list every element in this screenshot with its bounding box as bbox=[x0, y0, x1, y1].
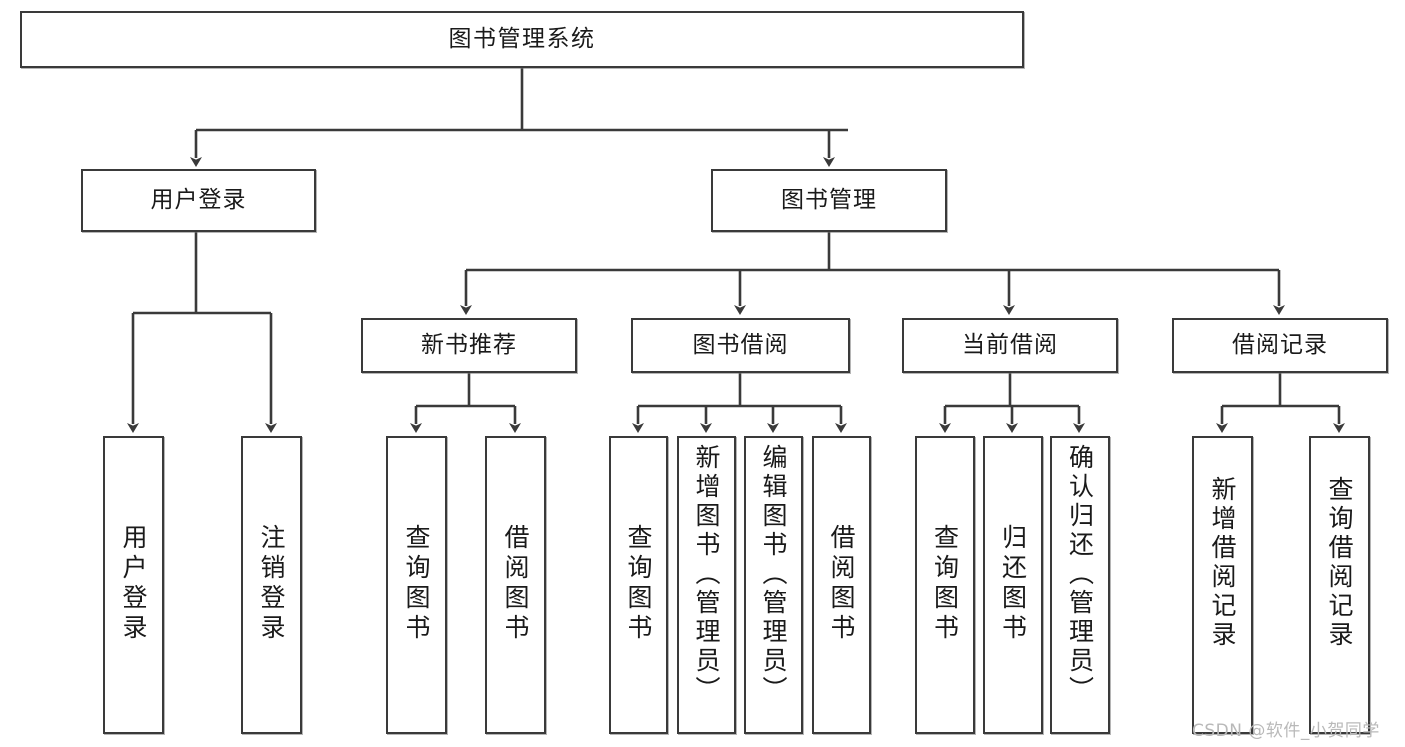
node-label: 借阅图书 bbox=[501, 524, 530, 644]
leaf-query-book-borrow[interactable]: 查询图书 bbox=[609, 436, 668, 734]
leaf-logout-login[interactable]: 注销登录 bbox=[241, 436, 302, 734]
node-borrow-record[interactable]: 借阅记录 bbox=[1172, 318, 1388, 373]
leaf-add-borrow-record[interactable]: 新增借阅记录 bbox=[1192, 436, 1253, 734]
node-label: 当前借阅 bbox=[962, 331, 1058, 358]
node-current-borrow[interactable]: 当前借阅 bbox=[902, 318, 1118, 373]
node-label: 归还图书 bbox=[998, 524, 1028, 644]
node-label: 查询图书 bbox=[930, 524, 960, 644]
node-label: 编辑图书（管理员） bbox=[759, 444, 788, 705]
leaf-query-book-current[interactable]: 查询图书 bbox=[915, 436, 975, 734]
leaf-query-book-recommend[interactable]: 查询图书 bbox=[386, 436, 447, 734]
node-label: 借阅图书 bbox=[827, 524, 856, 644]
node-label: 查询图书 bbox=[624, 524, 653, 644]
node-label: 图书借阅 bbox=[692, 331, 789, 358]
node-label: 确认归还（管理员） bbox=[1065, 444, 1095, 705]
node-label: 新书推荐 bbox=[421, 331, 517, 358]
leaf-add-book-admin[interactable]: 新增图书（管理员） bbox=[677, 436, 736, 734]
watermark-csdn: CSDN @软件_小贺同学 bbox=[1192, 721, 1380, 741]
leaf-edit-book-admin[interactable]: 编辑图书（管理员） bbox=[744, 436, 803, 734]
node-label: 注销登录 bbox=[257, 524, 286, 644]
node-book-management[interactable]: 图书管理 bbox=[711, 169, 947, 232]
node-book-borrow[interactable]: 图书借阅 bbox=[631, 318, 850, 373]
node-new-book-recommend[interactable]: 新书推荐 bbox=[361, 318, 577, 373]
node-label: 借阅记录 bbox=[1232, 331, 1328, 358]
leaf-user-login[interactable]: 用户登录 bbox=[103, 436, 164, 734]
leaf-return-book[interactable]: 归还图书 bbox=[983, 436, 1043, 734]
leaf-query-borrow-record[interactable]: 查询借阅记录 bbox=[1309, 436, 1370, 734]
node-label: 查询借阅记录 bbox=[1325, 476, 1354, 650]
leaf-confirm-return-admin[interactable]: 确认归还（管理员） bbox=[1050, 436, 1110, 734]
node-user-login[interactable]: 用户登录 bbox=[81, 169, 316, 232]
node-label: 新增图书（管理员） bbox=[692, 444, 721, 705]
node-label: 新增借阅记录 bbox=[1208, 476, 1237, 650]
node-label: 图书管理 bbox=[781, 186, 877, 213]
leaf-borrow-book[interactable]: 借阅图书 bbox=[812, 436, 871, 734]
leaf-borrow-book-recommend[interactable]: 借阅图书 bbox=[485, 436, 546, 734]
node-label: 查询图书 bbox=[402, 524, 431, 644]
node-label: 用户登录 bbox=[150, 186, 247, 213]
node-label: 图书管理系统 bbox=[448, 25, 596, 52]
node-label: 用户登录 bbox=[119, 524, 148, 644]
node-root-system[interactable]: 图书管理系统 bbox=[20, 11, 1024, 68]
